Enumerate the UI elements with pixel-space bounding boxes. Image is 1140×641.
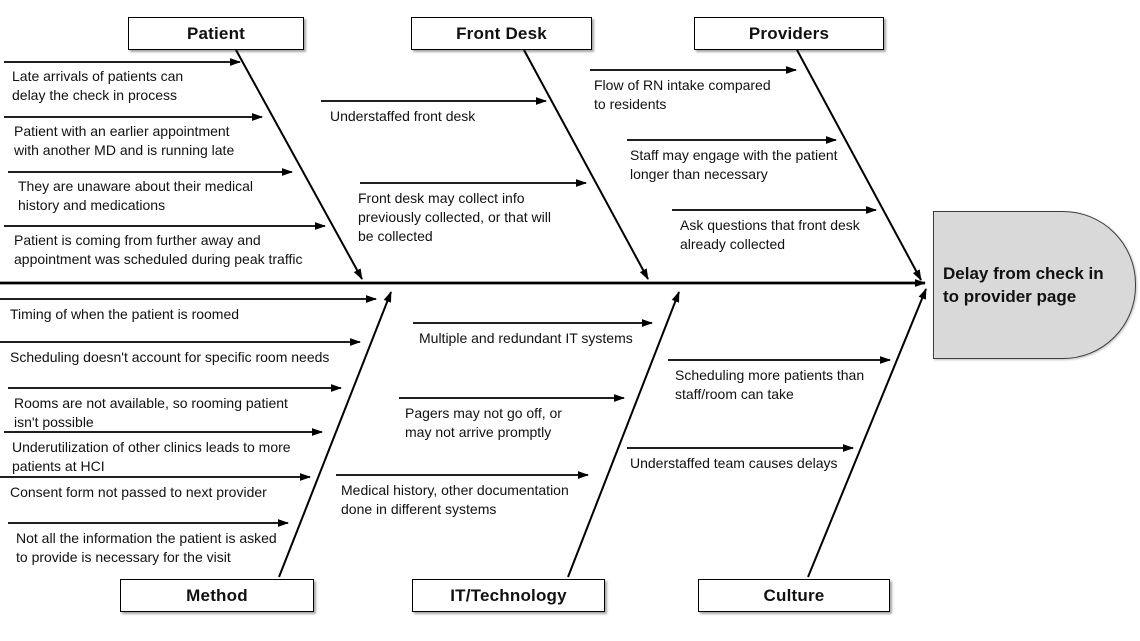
cause-label: Understaffed front desk <box>330 108 476 124</box>
cause-label: Understaffed team causes delays <box>630 455 838 471</box>
cause-label: Underutilization of other clinics leads … <box>12 439 291 474</box>
providers-bone-line <box>796 49 922 281</box>
cause-label: Late arrivals of patients can delay the … <box>12 68 184 103</box>
method-bone-line <box>278 291 392 578</box>
effect-label: Delay from check in to provider page <box>943 264 1104 306</box>
cause-label: Ask questions that front desk already co… <box>680 217 860 252</box>
patient-cause-arrows <box>4 58 326 230</box>
cause-label: Timing of when the patient is roomed <box>10 306 240 322</box>
cause-label: Multiple and redundant IT systems <box>419 330 633 346</box>
front-desk-bone-line <box>523 49 649 280</box>
culture-bone-line <box>807 288 927 578</box>
cause-label: Patient with an earlier appointment with… <box>14 123 235 158</box>
cause-label: They are unaware about their medical his… <box>18 178 254 213</box>
cause-label: Flow of RN intake compared to residents <box>594 77 771 112</box>
patient-bone-line <box>235 49 363 280</box>
cause-label: Medical history, other documentation don… <box>341 482 569 517</box>
category-box-front-desk: Front Desk <box>411 17 592 50</box>
providers-cause-arrows <box>590 66 877 214</box>
cause-label: Scheduling doesn't account for specific … <box>10 349 330 365</box>
culture-cause-arrows <box>627 356 891 452</box>
category-box-method: Method <box>120 579 314 612</box>
category-box-patient: Patient <box>128 17 304 50</box>
front-desk-cause-arrows <box>321 97 587 187</box>
cause-label: Staff may engage with the patient longer… <box>630 147 838 182</box>
cause-label: Rooms are not available, so rooming pati… <box>14 395 288 430</box>
cause-label: Front desk may collect info previously c… <box>358 190 551 244</box>
cause-label: Consent form not passed to next provider <box>10 484 267 500</box>
cause-label: Scheduling more patients than staff/room… <box>675 367 865 402</box>
cause-label: Not all the information the patient is a… <box>16 530 277 565</box>
effect-head: Delay from check in to provider page <box>933 211 1136 359</box>
cause-label: Pagers may not go off, or may not arrive… <box>405 405 562 440</box>
category-box-culture: Culture <box>698 579 890 612</box>
method-cause-arrows <box>0 295 377 527</box>
category-box-it-technology: IT/Technology <box>412 579 605 612</box>
category-box-providers: Providers <box>694 17 884 50</box>
cause-label: Patient is coming from further away and … <box>14 232 303 267</box>
it-technology-cause-arrows <box>336 319 653 479</box>
it-technology-bone-line <box>567 291 680 578</box>
